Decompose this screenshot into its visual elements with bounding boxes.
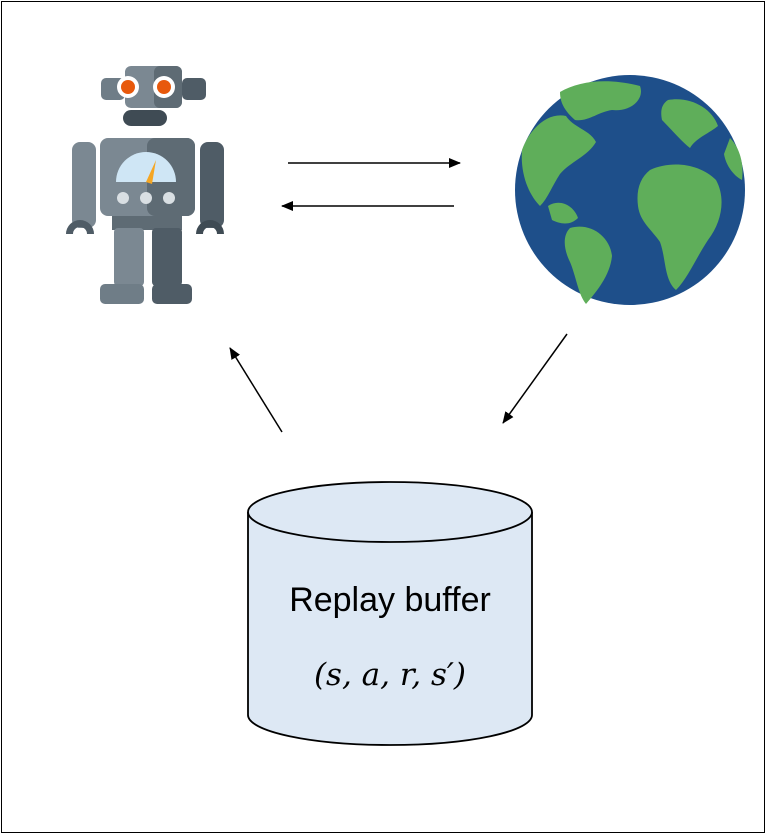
store-arrow [502, 333, 568, 424]
replay-buffer-label: Replay buffer [289, 581, 491, 619]
robot-icon [66, 66, 224, 304]
replay-buffer-cylinder: Replay buffer (s, a, r, s′) [247, 481, 533, 746]
transition-tuple-label: (s, a, r, s′) [314, 657, 466, 693]
sample-arrow [229, 347, 283, 433]
globe-icon [515, 75, 745, 305]
